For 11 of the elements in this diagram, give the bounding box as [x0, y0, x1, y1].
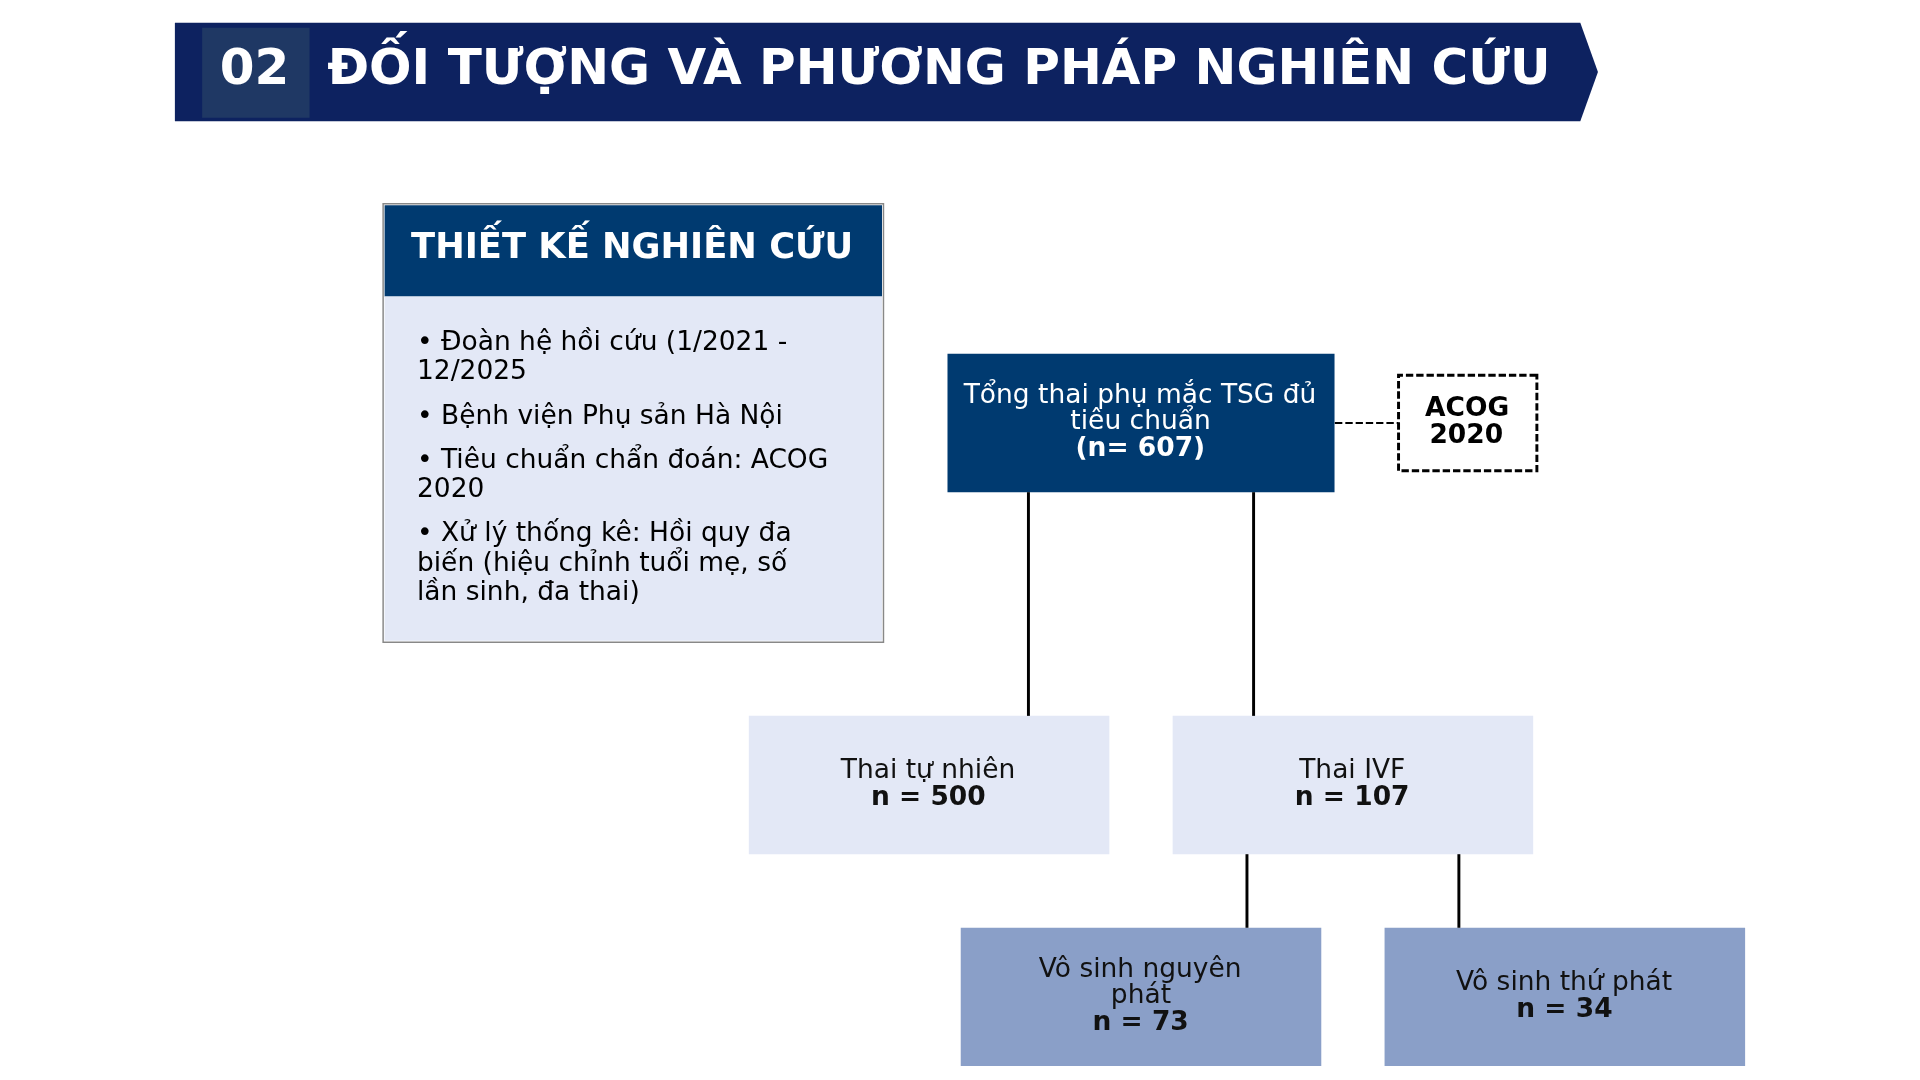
node-box: Tổng thai phụ mắc TSG đủ tiêu chuẩn (n= 607): [947, 353, 1335, 493]
connector: [1026, 492, 1030, 716]
connector: [1334, 421, 1399, 425]
node-box: Thai tự nhiên n = 500: [748, 715, 1110, 855]
connector: [1252, 492, 1256, 716]
node-box: ACOG 2020: [1397, 373, 1539, 473]
node-box: Thai IVF n = 107: [1172, 715, 1534, 855]
node-box: Vô sinh nguyên phát n = 73: [960, 927, 1322, 1067]
connector: [1245, 854, 1249, 928]
connector: [1457, 854, 1461, 928]
node-box: Vô sinh thứ phát n = 34: [1384, 927, 1746, 1067]
